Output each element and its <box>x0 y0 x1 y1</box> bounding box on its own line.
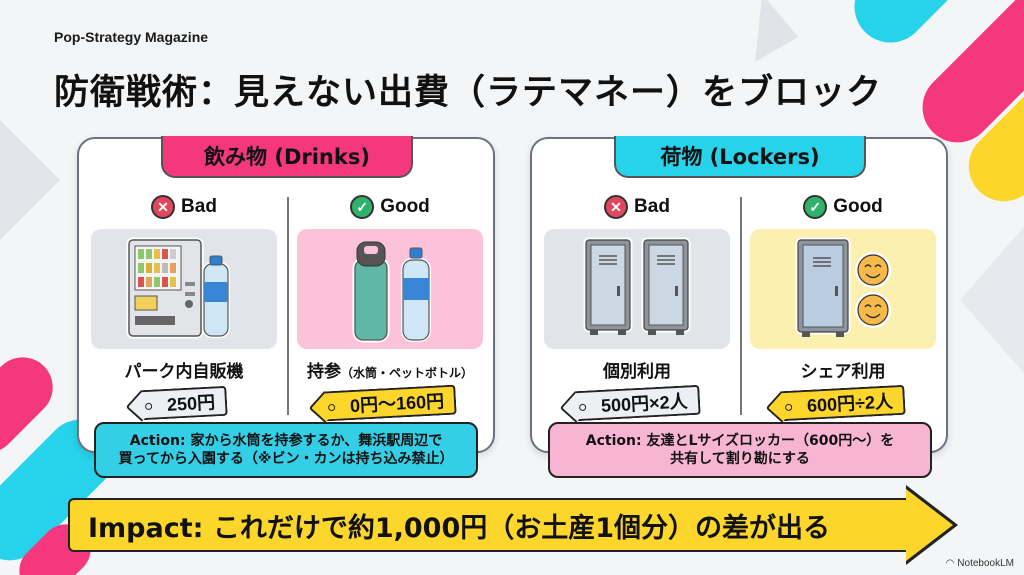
watermark-text: NotebookLM <box>957 558 1014 569</box>
decor-triangle-top <box>727 0 799 62</box>
lockers-good-column: ✓ Good <box>750 193 936 422</box>
bad-verdict: ✕ Bad <box>544 193 730 221</box>
good-verdict: ✓ Good <box>750 193 936 221</box>
decor-stripe-cyan-top <box>839 0 983 58</box>
verdict-label: Bad <box>181 196 217 217</box>
good-verdict: ✓ Good <box>297 193 483 221</box>
action-text-line2: 共有して割り勘にする <box>670 451 810 467</box>
action-text-line1: Action: 家から水筒を持参するか、舞浜駅周辺で <box>129 432 443 449</box>
drinks-bad-column: ✕ Bad <box>91 193 277 421</box>
drinks-panel: 飲み物 (Drinks) ✕ Bad <box>77 136 495 453</box>
magazine-brand: Pop-Strategy Magazine <box>54 29 209 45</box>
item-label: パーク内自販機 <box>124 362 244 382</box>
page-title: 防衛戦術：見えない出費（ラテマネー）をブロック <box>54 73 883 113</box>
cross-circle-icon: ✕ <box>151 195 176 219</box>
item-label: シェア利用 <box>800 362 886 382</box>
check-circle-icon: ✓ <box>350 195 375 219</box>
check-circle-icon: ✓ <box>803 195 828 219</box>
verdict-label: Bad <box>634 196 670 217</box>
bottles-illustration <box>297 229 483 349</box>
vending-machine-icon <box>126 237 230 339</box>
smiley-icon <box>855 292 891 328</box>
price-tag: 0円〜160円 <box>323 384 457 422</box>
item-label: 持参（水筒・ペットボトル） <box>297 357 483 382</box>
decor-triangle-left <box>0 110 60 250</box>
item-label-sub: （水筒・ペットボトル） <box>340 366 473 380</box>
verdict-label: Good <box>380 196 430 217</box>
arrow-head-icon <box>906 489 953 561</box>
shared-locker-icon <box>795 237 891 337</box>
price-tag: 250円 <box>140 385 228 421</box>
drinks-action-box: Action: 家から水筒を持参するか、舞浜駅周辺で 買ってから入園する（※ビン… <box>94 422 478 478</box>
column-divider <box>740 197 742 415</box>
verdict-label: Good <box>833 196 883 217</box>
action-text-line1: Action: 友達とLサイズロッカー（600円〜）を <box>585 432 895 449</box>
cross-circle-icon: ✕ <box>604 195 629 219</box>
action-text-line2: 買ってから入園する（※ビン・カンは持ち込み禁止） <box>118 451 454 467</box>
water-bottle-icon <box>352 241 431 343</box>
panel-title-drinks: 飲み物 (Drinks) <box>161 136 413 178</box>
two-lockers-illustration <box>544 229 730 349</box>
lockers-action-box: Action: 友達とLサイズロッカー（600円〜）を 共有して割り勘にする <box>548 422 932 478</box>
item-label-main: 持参 <box>306 362 341 382</box>
lockers-panel: 荷物 (Lockers) ✕ Bad <box>530 136 948 453</box>
locker-icon <box>583 237 691 335</box>
notebooklm-logo-icon: ◠ <box>945 558 955 569</box>
lockers-bad-column: ✕ Bad <box>544 193 730 422</box>
bad-verdict: ✕ Bad <box>91 193 277 221</box>
price-tag: 600円÷2人 <box>780 384 906 422</box>
impact-text: Impact: これだけで約1,000円（お土産1個分）の差が出る <box>88 512 831 544</box>
notebooklm-watermark: ◠ NotebookLM <box>946 558 1014 569</box>
shared-locker-illustration <box>750 229 936 349</box>
decor-triangle-right <box>960 220 1024 380</box>
column-divider <box>287 197 289 415</box>
item-label: 個別利用 <box>603 362 671 382</box>
price-tag: 500円×2人 <box>574 384 700 422</box>
drinks-good-column: ✓ Good 持参（水筒・ペットボトル） 0円〜160円 <box>297 193 483 422</box>
panel-title-lockers: 荷物 (Lockers) <box>614 136 866 178</box>
impact-arrow-banner: Impact: これだけで約1,000円（お土産1個分）の差が出る <box>68 498 910 552</box>
smiley-icon <box>855 252 891 288</box>
vending-machine-illustration <box>91 229 277 349</box>
